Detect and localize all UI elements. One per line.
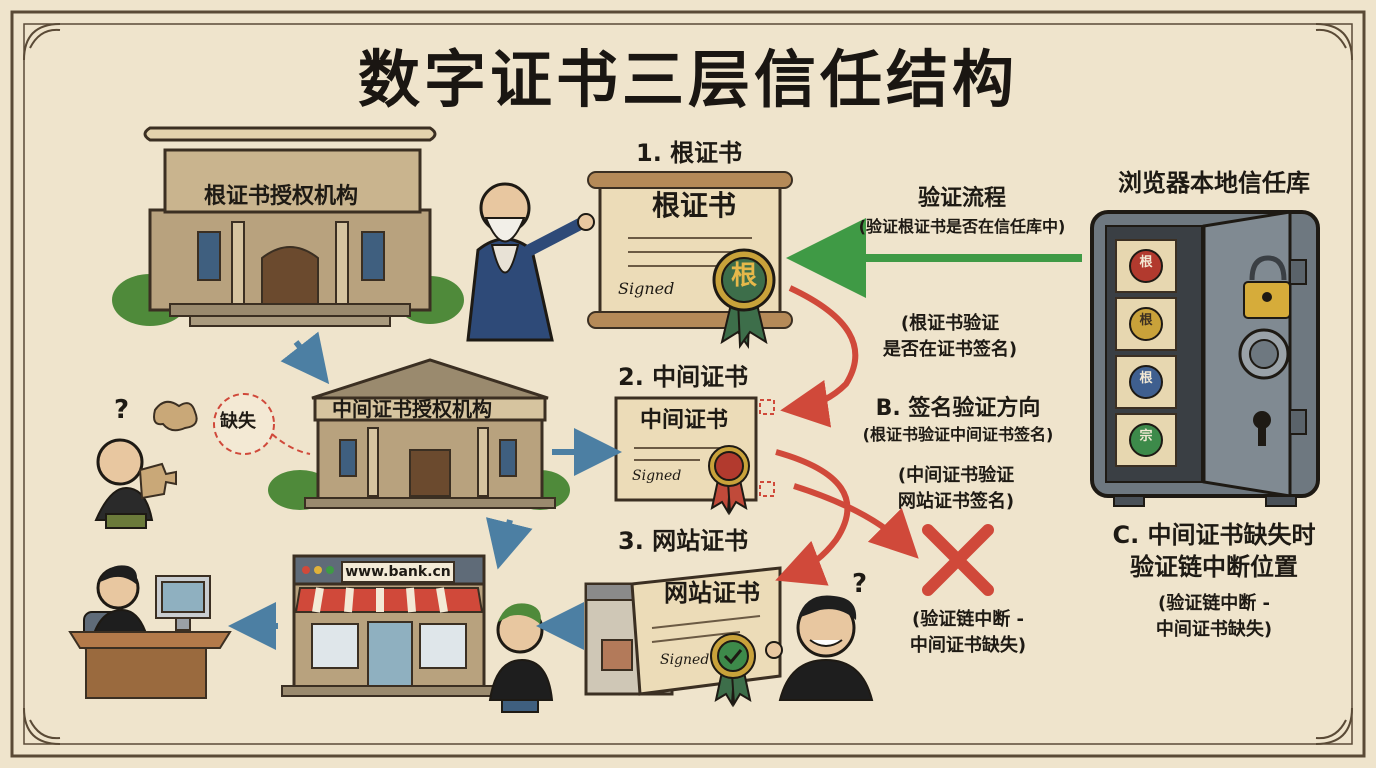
section-b-note: (根证书验证中间证书签名) (862, 425, 1054, 444)
chain-break-line2: 中间证书缺失) (909, 635, 1027, 656)
bank-url: www.bank.cn (345, 564, 451, 580)
root-ca-building (112, 126, 464, 327)
trust-store-seal-3: 根 (1139, 371, 1153, 386)
root-cert-scroll (587, 171, 793, 349)
root-cert-signature: Signed (618, 279, 675, 298)
chain-break-x-mark (922, 524, 994, 596)
office-worker-desk (68, 565, 232, 699)
chain-break-line1: (验证链中断 - (912, 609, 1024, 630)
intermediate-to-website-arrow (775, 449, 851, 586)
page-title: 数字证书三层信任结构 (357, 43, 1018, 116)
intermediate-cert-heading: 2. 中间证书 (618, 363, 749, 391)
intermediate-ca-label: 中间证书授权机构 (332, 397, 492, 421)
root-check-line2: 是否在证书签名) (882, 339, 1018, 360)
bank-storefront (281, 554, 497, 697)
ca-to-bank-arrow (485, 517, 533, 570)
green-hair-man (488, 603, 554, 713)
trust-store-seal-1: 根 (1139, 255, 1153, 270)
intermediate-cert-signature: Signed (632, 468, 682, 484)
section-b-title: B. 签名验证方向 (875, 396, 1041, 421)
page-frame (10, 10, 1366, 758)
intermediate-cert-scroll (614, 396, 775, 516)
section-c-note-line2: 中间证书缺失) (1155, 619, 1273, 640)
verify-flow-note: (验证根证书是否在信任库中) (858, 217, 1066, 236)
website-cert-heading: 3. 网站证书 (618, 527, 749, 555)
grinning-man: ? (765, 569, 874, 701)
trust-store-seal-2: 根 (1139, 313, 1153, 328)
svg-text:?: ? (114, 395, 129, 425)
sage-figure (466, 182, 595, 342)
website-cert-signature: Signed (660, 652, 710, 668)
trust-store-seal-4: 宗 (1139, 429, 1153, 444)
missing-label: 缺失 (220, 411, 256, 432)
verify-flow-label: 验证流程 (917, 186, 1006, 211)
section-c-title-line1: C. 中间证书缺失时 (1112, 521, 1316, 549)
root-ca-label: 根证书授权机构 (204, 184, 359, 209)
root-ca-down-arrow (280, 331, 330, 385)
svg-text:?: ? (852, 569, 867, 599)
root-cert-label: 根证书 (652, 189, 737, 222)
broken-chain-arrow (793, 483, 919, 559)
root-check-line1: (根证书验证 (900, 313, 1000, 334)
root-cert-seal: 根 (730, 261, 757, 291)
root-cert-heading: 1. 根证书 (636, 139, 743, 167)
section-c-note-line1: (验证链中断 - (1158, 593, 1270, 614)
missing-callout (213, 393, 311, 455)
inter-check-line1: (中间证书验证 (897, 465, 1015, 486)
section-c-title-line2: 验证链中断位置 (1130, 553, 1298, 581)
website-cert-scroll (630, 566, 782, 708)
inter-check-line2: 网站证书签名) (897, 491, 1015, 512)
intermediate-ca-building (268, 358, 570, 510)
trust-store-safe (1090, 210, 1320, 507)
trust-store-title: 浏览器本地信任库 (1118, 169, 1310, 197)
website-cert-label: 网站证书 (664, 579, 760, 607)
puzzled-person: ? (94, 395, 198, 529)
root-to-intermediate-arrow (780, 285, 859, 428)
intermediate-cert-label: 中间证书 (640, 408, 729, 433)
